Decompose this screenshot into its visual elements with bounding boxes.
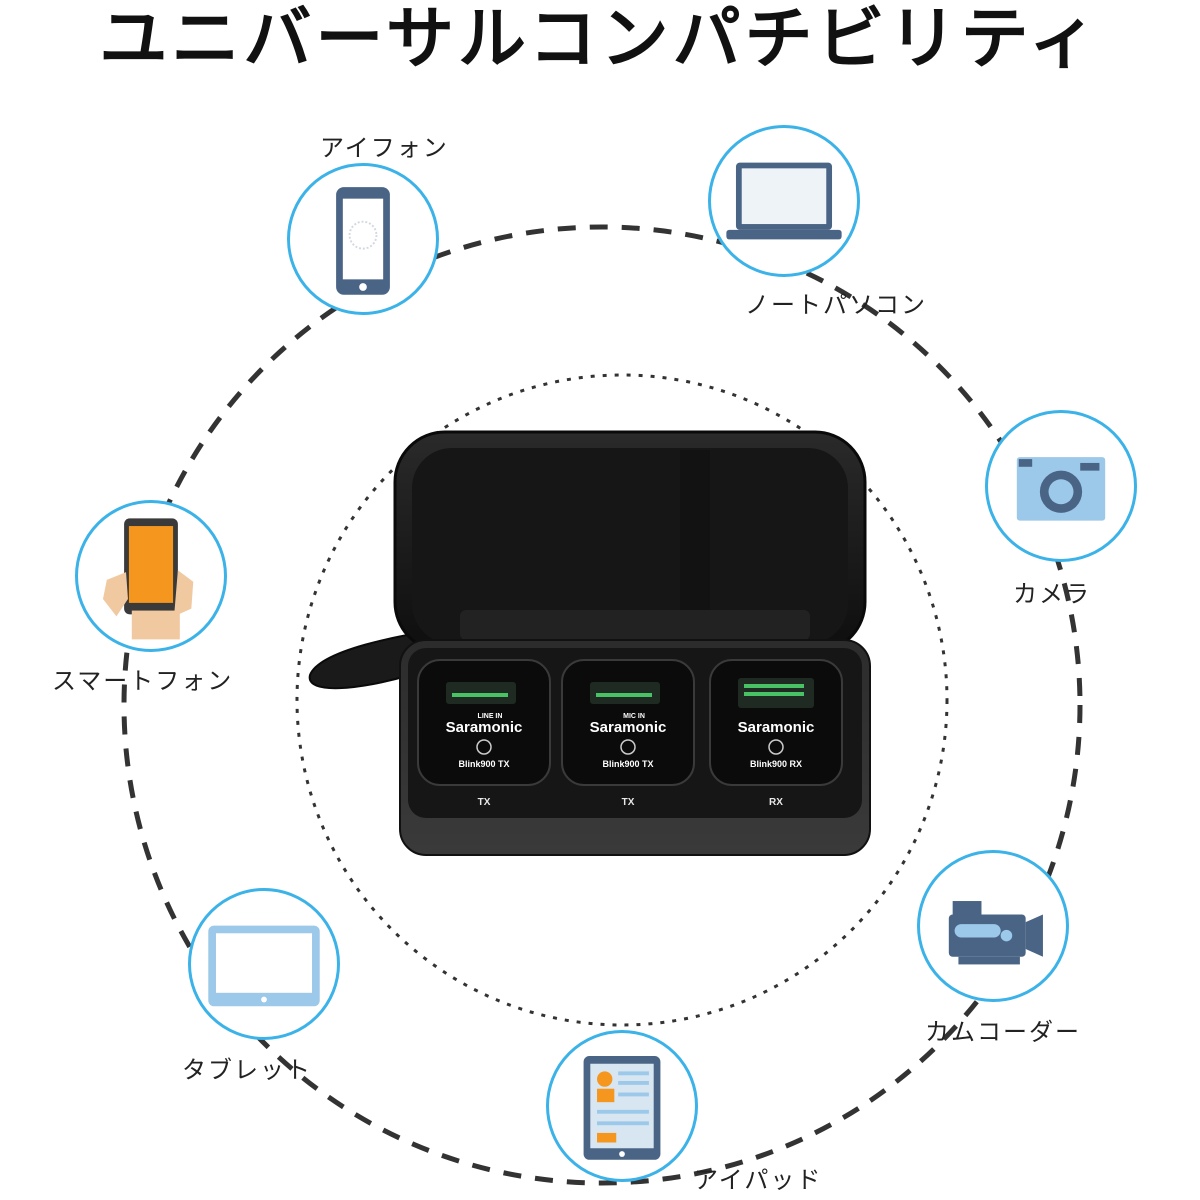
label-iphone: アイフォン xyxy=(320,134,449,162)
camcorder-icon xyxy=(917,850,1069,1002)
unit-2-model: Blink900 TX xyxy=(602,759,653,769)
label-smartphone: スマートフォン xyxy=(52,667,234,695)
phone-in-hand-icon xyxy=(75,500,227,652)
label-camcorder: カムコーダー xyxy=(925,1018,1081,1046)
unit-2-tag: MIC IN xyxy=(623,713,645,720)
unit-3-brand: Saramonic xyxy=(738,719,815,736)
tablet-icon xyxy=(188,888,340,1040)
slot-label-2: TX xyxy=(622,797,635,808)
label-tablet: タブレット xyxy=(182,1056,312,1084)
camera-icon xyxy=(985,410,1137,562)
label-ipad: アイパッド xyxy=(694,1166,823,1194)
product-case: Saramonic Blink900 TX LINE IN Saramonic … xyxy=(308,430,871,856)
unit-1-model: Blink900 TX xyxy=(458,759,509,769)
label-laptop: ノートパソコン xyxy=(745,291,927,319)
slot-label-3: RX xyxy=(769,797,783,808)
laptop-icon xyxy=(708,125,860,277)
page-title: ユニバーサルコンパチビリティ xyxy=(99,0,1101,79)
label-camera: カメラ xyxy=(1013,580,1091,608)
slot-label-1: TX xyxy=(478,797,491,808)
unit-3-model: Blink900 RX xyxy=(750,759,802,769)
ipad-icon xyxy=(546,1030,698,1182)
unit-rx: Saramonic Blink900 RX xyxy=(709,659,843,786)
unit-1-brand: Saramonic xyxy=(446,719,523,736)
unit-tx-1: Saramonic Blink900 TX LINE IN xyxy=(417,659,551,786)
unit-2-brand: Saramonic xyxy=(590,719,667,736)
unit-tx-2: Saramonic Blink900 TX MIC IN xyxy=(561,659,695,786)
unit-1-tag: LINE IN xyxy=(478,713,503,720)
smartphone-icon xyxy=(287,163,439,315)
